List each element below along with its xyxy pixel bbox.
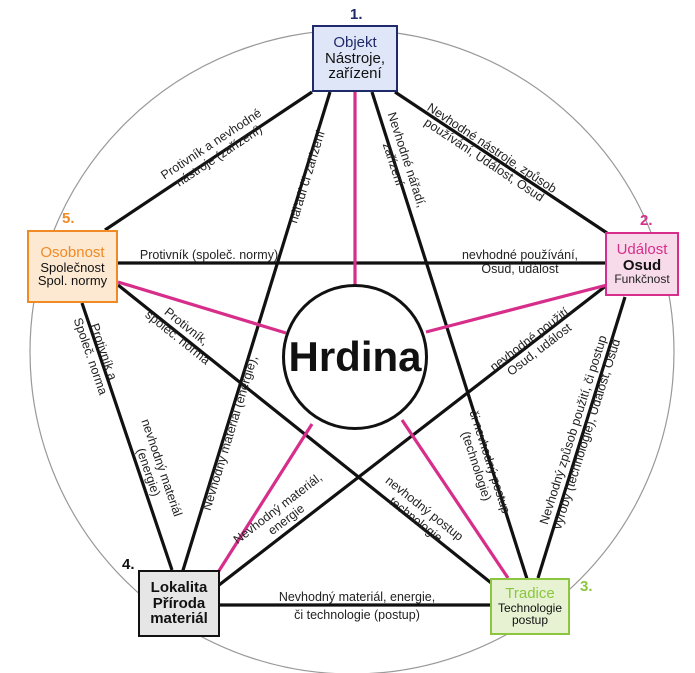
edge-1-5	[104, 90, 313, 232]
node-4-title: Lokalita	[150, 578, 208, 596]
spoke-2	[425, 283, 608, 334]
node-3-number: 3.	[580, 578, 593, 595]
edge-label-5-2-left: Protivník (společ. normy)	[139, 248, 279, 262]
node-3-line2: Technologie	[497, 600, 563, 615]
node-2-title: Událost	[616, 240, 668, 258]
node-2-line3: Funkčnost	[614, 272, 670, 287]
node-2-number: 2.	[640, 212, 653, 229]
edge-label-5-2-right: nevhodné používání, Osud, událost	[461, 248, 579, 276]
node-osobnost: Osobnost Společnost Spol. normy	[27, 230, 118, 303]
edge-1-4	[178, 91, 332, 581]
node-4-number: 4.	[122, 556, 135, 573]
node-5-line3: Spol. normy	[37, 273, 108, 289]
edge-label-4-3: Nevhodný materiál, energie, či technolog…	[278, 590, 436, 622]
spoke-4	[208, 423, 314, 586]
node-3-line3: postup	[511, 613, 549, 628]
hero-label: Hrdina	[288, 333, 422, 380]
spoke-3	[400, 419, 510, 579]
node-1-line2: Nástroje,	[324, 49, 386, 67]
edge-5-3	[117, 283, 501, 592]
node-2-line2: Osud	[622, 256, 662, 274]
node-4-line2: Příroda	[152, 594, 206, 612]
node-lokalita: Lokalita Příroda materiál	[138, 570, 220, 637]
edge-2-3	[536, 296, 627, 579]
node-5-title: Osobnost	[40, 243, 105, 261]
node-1-line3: zařízení	[328, 65, 382, 83]
node-5-line2: Společnost	[40, 259, 105, 275]
edge-2-4	[209, 283, 608, 594]
node-3-title: Tradice	[505, 585, 555, 603]
node-5-number: 5.	[62, 210, 75, 227]
edge-1-3	[370, 91, 530, 583]
node-4-line3: materiál	[150, 610, 208, 628]
node-tradice: Tradice Technologie postup	[490, 578, 570, 635]
hero-circle: Hrdina	[282, 284, 428, 430]
node-udalost: Událost Osud Funkčnost	[605, 232, 679, 296]
node-1-number: 1.	[350, 6, 363, 23]
node-objekt: Objekt Nástroje, zařízení	[312, 25, 398, 92]
edge-5-4	[80, 302, 174, 571]
edge-1-2	[394, 90, 608, 235]
spoke-5	[117, 280, 287, 335]
node-1-title: Objekt	[333, 33, 377, 51]
